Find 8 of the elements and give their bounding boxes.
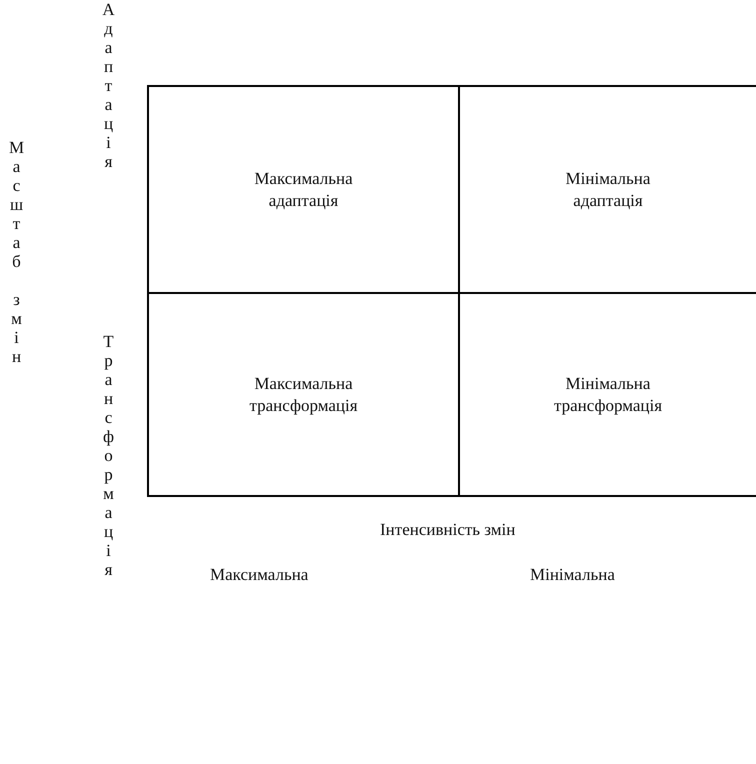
column-label: Мінімальна: [530, 565, 615, 585]
column-label: Максимальна: [210, 565, 308, 585]
matrix-cell: Максимальна адаптація: [147, 85, 460, 294]
matrix-cell: Максимальна трансформація: [147, 292, 460, 497]
axis-label: Трансформація: [100, 332, 117, 579]
axis-label: Інтенсивність змін: [380, 520, 516, 540]
axis-label: Адаптація: [100, 0, 117, 171]
axis-label: Масштаб змін: [8, 138, 25, 366]
